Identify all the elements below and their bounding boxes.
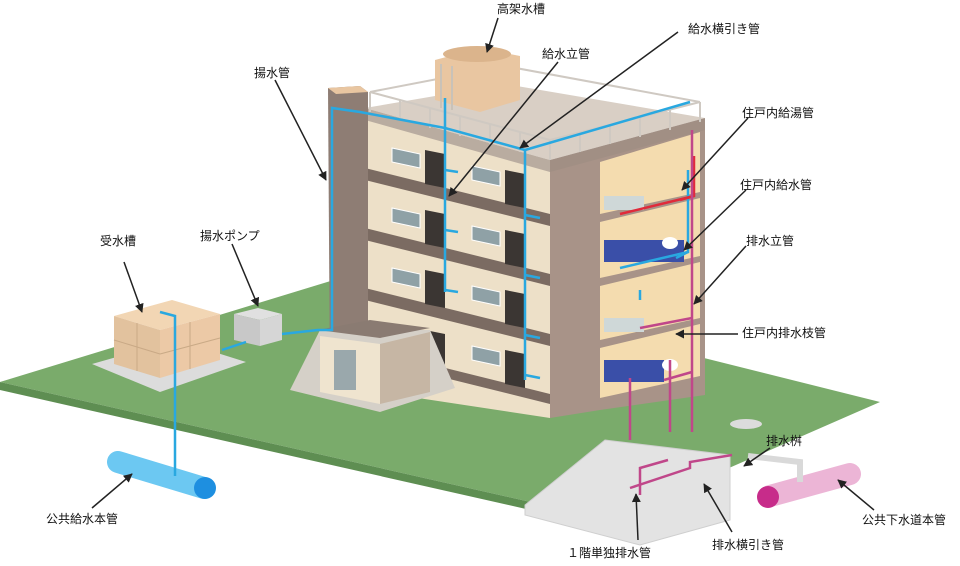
- label-supply-riser: 給水立管: [542, 47, 591, 61]
- arrow-supply-horizontal: [519, 31, 679, 149]
- drain-pipes: [628, 130, 733, 495]
- callout-arrows: [91, 17, 875, 541]
- arrow-first-floor-drain: [631, 493, 641, 541]
- label-first-floor-drain: １階単独排水管: [567, 546, 652, 560]
- supply-pipes: [159, 98, 691, 476]
- arrow-water-main: [91, 473, 133, 509]
- label-receiving-tank: 受水槽: [100, 234, 137, 248]
- label-unit-supply-pipe: 住戸内給水管: [740, 178, 813, 192]
- roof-edge: [365, 108, 550, 172]
- drain-basin-cover: [730, 419, 762, 429]
- arrow-hot-water: [681, 117, 749, 191]
- label-drain-basin: 排水桝: [766, 434, 803, 448]
- label-drain-horizontal: 排水横引き管: [712, 538, 785, 552]
- pump-shaft: [328, 86, 368, 388]
- arrow-sewer-main: [837, 479, 875, 511]
- section-rooms: [600, 132, 700, 398]
- arrow-drain-horizontal: [703, 483, 733, 533]
- arrow-elevated-tank: [485, 17, 499, 53]
- arrow-pumping-pipe: [274, 79, 327, 181]
- label-unit-drain-branch: 住戸内排水枝管: [742, 326, 827, 340]
- pump-shape: [234, 308, 282, 346]
- label-pump: 揚水ポンプ: [200, 229, 260, 243]
- corridor-bands: [365, 168, 550, 404]
- label-elevated-tank: 高架水槽: [497, 2, 546, 16]
- elevated-tank-shape: [435, 46, 520, 112]
- public-water-main: [107, 451, 216, 499]
- label-drain-riser: 排水立管: [746, 234, 795, 248]
- label-pumping-pipe: 揚水管: [254, 66, 291, 80]
- arrow-pump: [231, 243, 260, 307]
- arrow-supply-riser: [448, 61, 559, 197]
- ground-edge: [0, 382, 610, 528]
- arrow-drain-riser: [693, 245, 747, 305]
- roof-edge-right: [550, 118, 705, 172]
- receiving-tank-shape: [92, 300, 246, 392]
- sewer-connection-pipe: [747, 453, 803, 482]
- windows: [391, 147, 501, 367]
- pump-shaft-top: [328, 86, 368, 94]
- label-public-water-main: 公共給水本管: [46, 512, 119, 526]
- arrow-receiving-tank: [123, 261, 144, 313]
- entrance-lobby: [290, 320, 455, 412]
- label-hot-water-pipe: 住戸内給湯管: [742, 106, 815, 120]
- arrow-unit-supply: [683, 189, 747, 251]
- label-supply-horizontal: 給水横引き管: [688, 22, 761, 36]
- public-sewer-main: [757, 463, 861, 508]
- label-public-sewer-main: 公共下水道本管: [862, 513, 947, 527]
- underground-box: [524, 439, 731, 546]
- arrow-drain-basin: [743, 447, 771, 467]
